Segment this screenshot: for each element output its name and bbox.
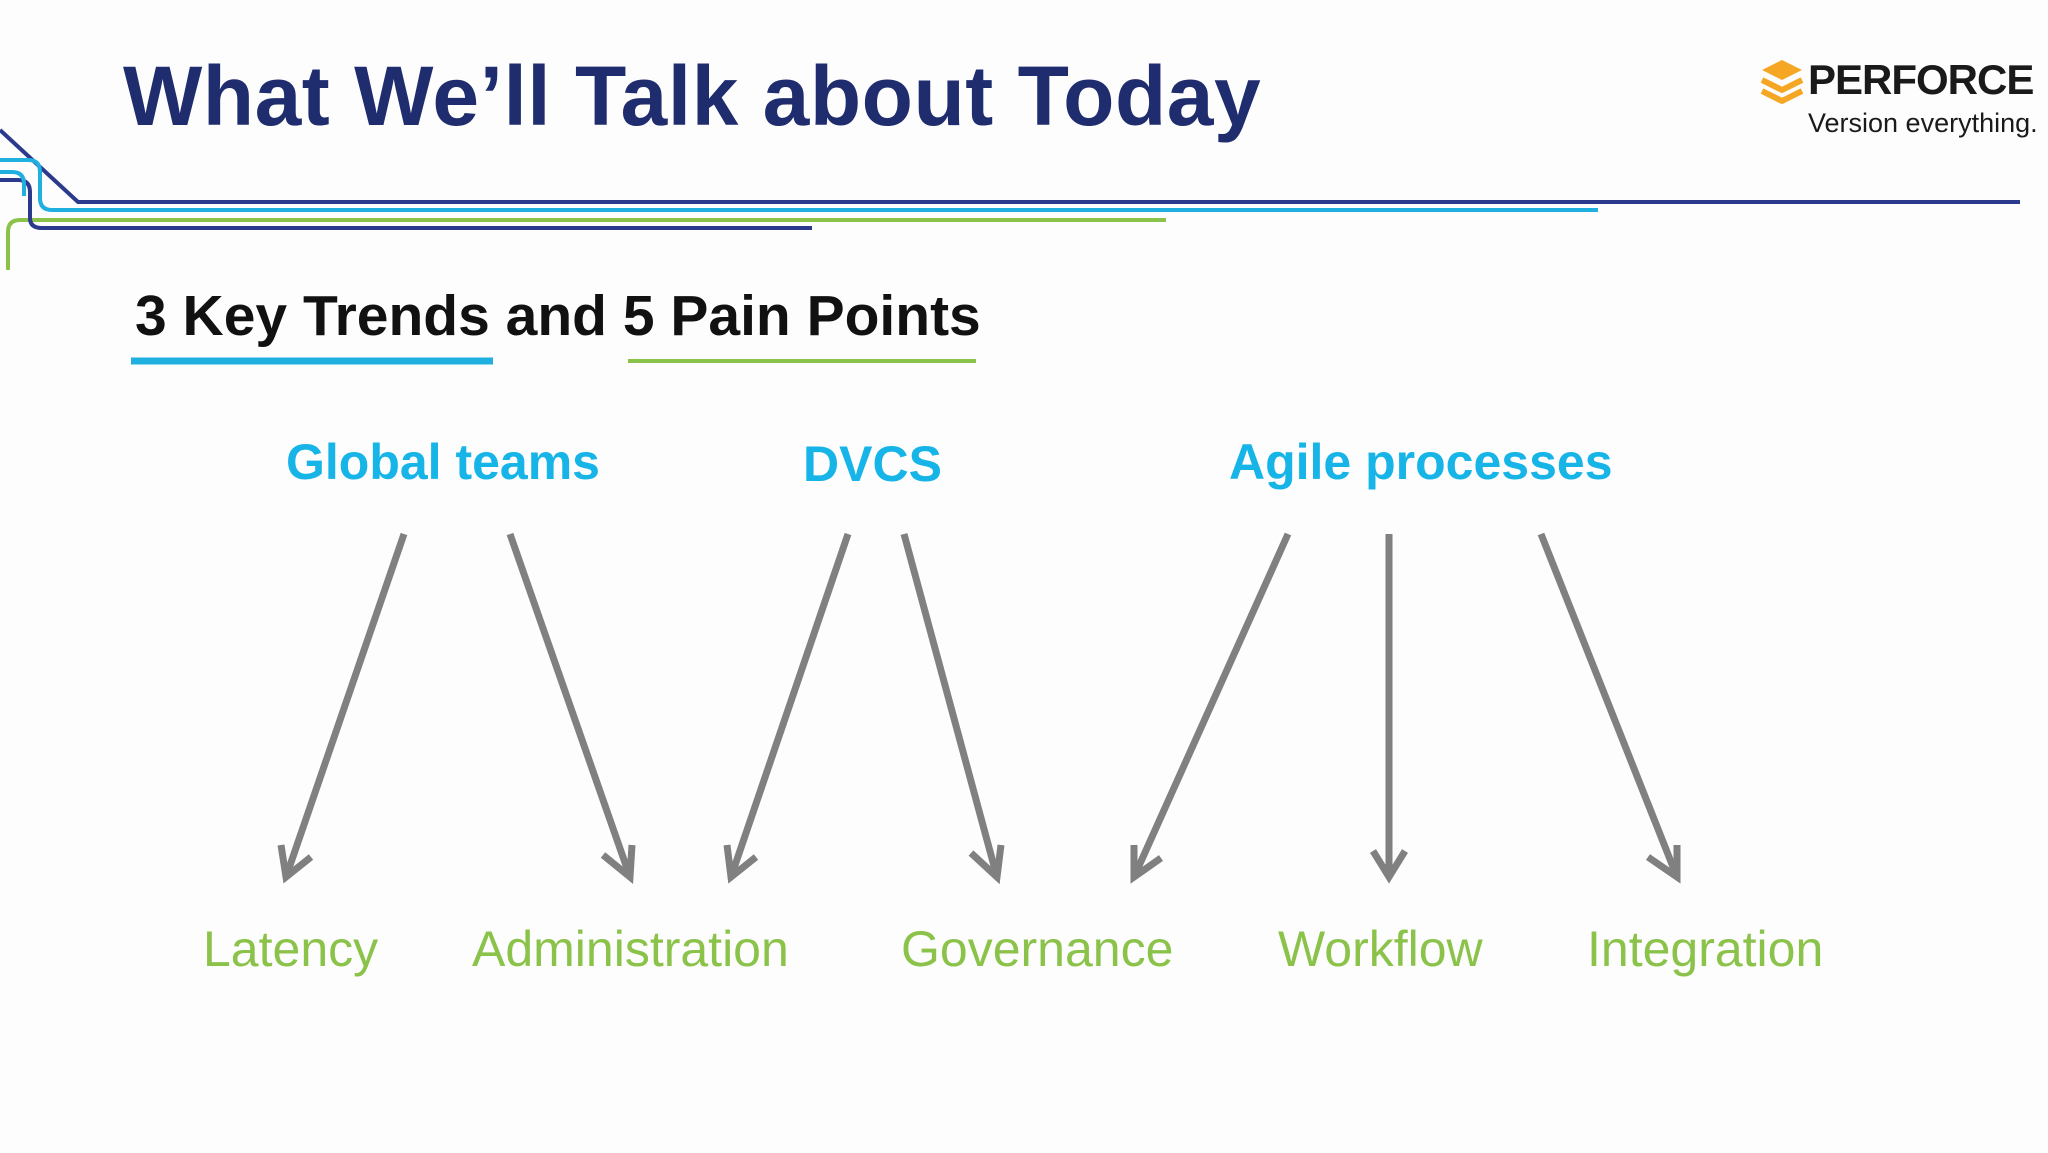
pain-governance: Governance <box>901 921 1174 977</box>
logo-tagline: Version everything. <box>1808 108 2038 138</box>
arrow-global-teams-to-latency <box>277 532 408 884</box>
arrow-agile-to-workflow <box>1370 534 1408 884</box>
pain-integration: Integration <box>1587 921 1824 977</box>
pain-latency: Latency <box>203 921 379 977</box>
logo-wordmark: PERFORCE <box>1808 56 2034 103</box>
header-decoration <box>0 128 2020 270</box>
arrow-agile-to-integration <box>1537 532 1681 884</box>
cyan-corner-rule <box>0 170 26 196</box>
perforce-logo: PERFORCE Version everything. <box>1758 54 2038 154</box>
section-subtitle: 3 Key Trends and 5 Pain Points <box>135 284 981 348</box>
arrow-agile-to-governance <box>1130 532 1292 884</box>
trend-dvcs: DVCS <box>803 436 942 492</box>
trend-agile-processes: Agile processes <box>1229 434 1613 490</box>
stacked-layers-icon <box>1760 60 1804 104</box>
page-title: What We’ll Talk about Today <box>123 49 1262 143</box>
pain-workflow: Workflow <box>1278 921 1483 977</box>
navy-rule <box>0 128 2020 204</box>
trend-global-teams: Global teams <box>286 434 600 490</box>
arrow-dvcs-to-governance <box>900 533 1005 885</box>
arrow-global-teams-to-administration <box>506 532 636 885</box>
green-rule <box>6 218 1166 270</box>
cyan-rule <box>0 158 1598 212</box>
pain-administration: Administration <box>472 921 789 977</box>
arrow-dvcs-to-administration <box>723 532 852 884</box>
subtitle-underlines <box>131 357 976 365</box>
